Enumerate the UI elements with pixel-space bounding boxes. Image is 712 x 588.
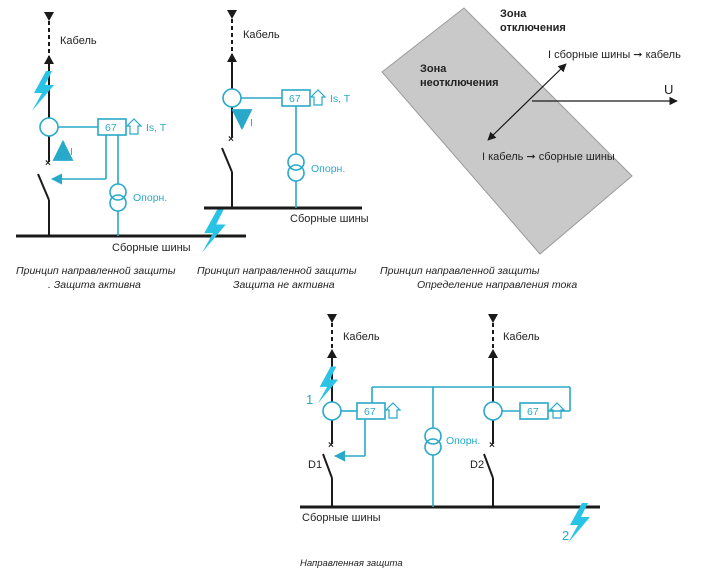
circuit-breaker-icon (221, 147, 233, 173)
setting-label: Is, T (146, 122, 167, 134)
cross-mark-icon: × (228, 134, 234, 145)
relay-label: 67 (289, 93, 301, 105)
voltage-transformer-icon (287, 153, 305, 171)
hollow-up-arrow-right-icon (548, 402, 566, 419)
fault2-label: 2 (562, 528, 569, 543)
circuit-breaker-left-icon (322, 453, 333, 479)
cross-mark-left-icon: × (328, 440, 334, 451)
lightning-bolt-1-icon (317, 366, 339, 404)
voltage-label: U (664, 82, 673, 97)
hollow-up-arrow-icon (309, 89, 327, 106)
current-transformer-icon (222, 88, 242, 108)
busbar-label: Сборные шины (290, 213, 369, 225)
no-trip-zone (381, 7, 633, 255)
cable-label: Кабель (243, 29, 280, 41)
fault1-label: 1 (306, 392, 313, 407)
cable-to-bus-label: I кабель ➞ сборные шины (482, 151, 615, 163)
reference-label: Опорн. (311, 163, 345, 175)
current-transformer-icon (39, 117, 59, 137)
diagram-directional-protection-two-feeders: Кабель × D1 1 Кабель × D2 Сборные шины 2… (300, 314, 600, 569)
voltage-transformer-icon (424, 427, 442, 445)
circuit-breaker-icon (37, 173, 50, 201)
lightning-bolt-icon (32, 71, 54, 111)
bus-to-cable-label: I сборные шины ➞ кабель (548, 49, 681, 61)
busbar-label: Сборные шины (112, 242, 191, 254)
cable-label: Кабель (60, 35, 97, 47)
caption-line2: Защита не активна (233, 279, 335, 291)
current-label: I (250, 117, 253, 129)
relay-left-label: 67 (364, 406, 376, 418)
relay-67-box (97, 118, 127, 136)
breaker-right-label: D2 (470, 459, 484, 471)
diagram-direction-determination: Зона отключения Зона неотключения U I сб… (380, 7, 681, 291)
current-transformer-left-icon (322, 401, 342, 421)
cable-terminal-icon (227, 10, 237, 19)
trip-zone-line1: Зона (500, 8, 527, 20)
cross-mark-icon: × (45, 158, 51, 169)
hollow-up-arrow-icon (125, 118, 143, 135)
current-transformer-right-icon (483, 401, 503, 421)
cross-mark-right-icon: × (489, 440, 495, 451)
caption-line1: Принцип направленной защиты (16, 265, 176, 277)
caption-line1: Принцип направленной защиты (197, 265, 357, 277)
reference-label: Опорн. (446, 435, 480, 447)
relay-label: 67 (105, 122, 117, 134)
cable-arrow-left-icon (327, 349, 337, 358)
cable-terminal-right-icon (488, 314, 498, 323)
current-direction-vector (487, 63, 567, 141)
relay-67-left-box (356, 402, 386, 420)
diagram-protection-active: Кабель × Сборные шины 67 Is, T I Опорн. … (16, 12, 246, 291)
breaker-left-label: D1 (308, 459, 322, 471)
cable-arrow-right-icon (488, 349, 498, 358)
reference-label: Опорн. (133, 192, 167, 204)
caption-line2: . Защита активна (48, 279, 141, 291)
relay-right-label: 67 (527, 406, 539, 418)
cable-terminal-left-icon (327, 314, 337, 323)
cable-left-label: Кабель (343, 331, 380, 343)
lightning-bolt-icon (202, 209, 226, 253)
current-label: I (70, 146, 73, 158)
no-trip-zone-line1: Зона (420, 63, 447, 75)
busbar-label: Сборные шины (302, 512, 381, 524)
caption-line1: Принцип направленной защиты (380, 265, 540, 277)
cable-terminal-icon (44, 12, 54, 21)
cable-right-label: Кабель (503, 331, 540, 343)
lightning-bolt-2-icon (568, 503, 590, 543)
circuit-breaker-right-icon (483, 453, 494, 479)
diagram-protection-inactive: Кабель × Сборные шины 67 Is, T I Опорн. … (197, 10, 369, 291)
trip-zone-line2: отключения (500, 22, 566, 34)
setting-label: Is, T (330, 93, 351, 105)
caption: Направленная защита (300, 558, 403, 569)
cable-arrow-icon (44, 55, 54, 64)
no-trip-zone-line2: неотключения (420, 77, 499, 89)
cable-arrow-icon (227, 53, 237, 62)
hollow-up-arrow-left-icon (384, 402, 402, 419)
caption-line2: Определение направления тока (417, 279, 577, 291)
voltage-transformer-icon (109, 183, 127, 201)
